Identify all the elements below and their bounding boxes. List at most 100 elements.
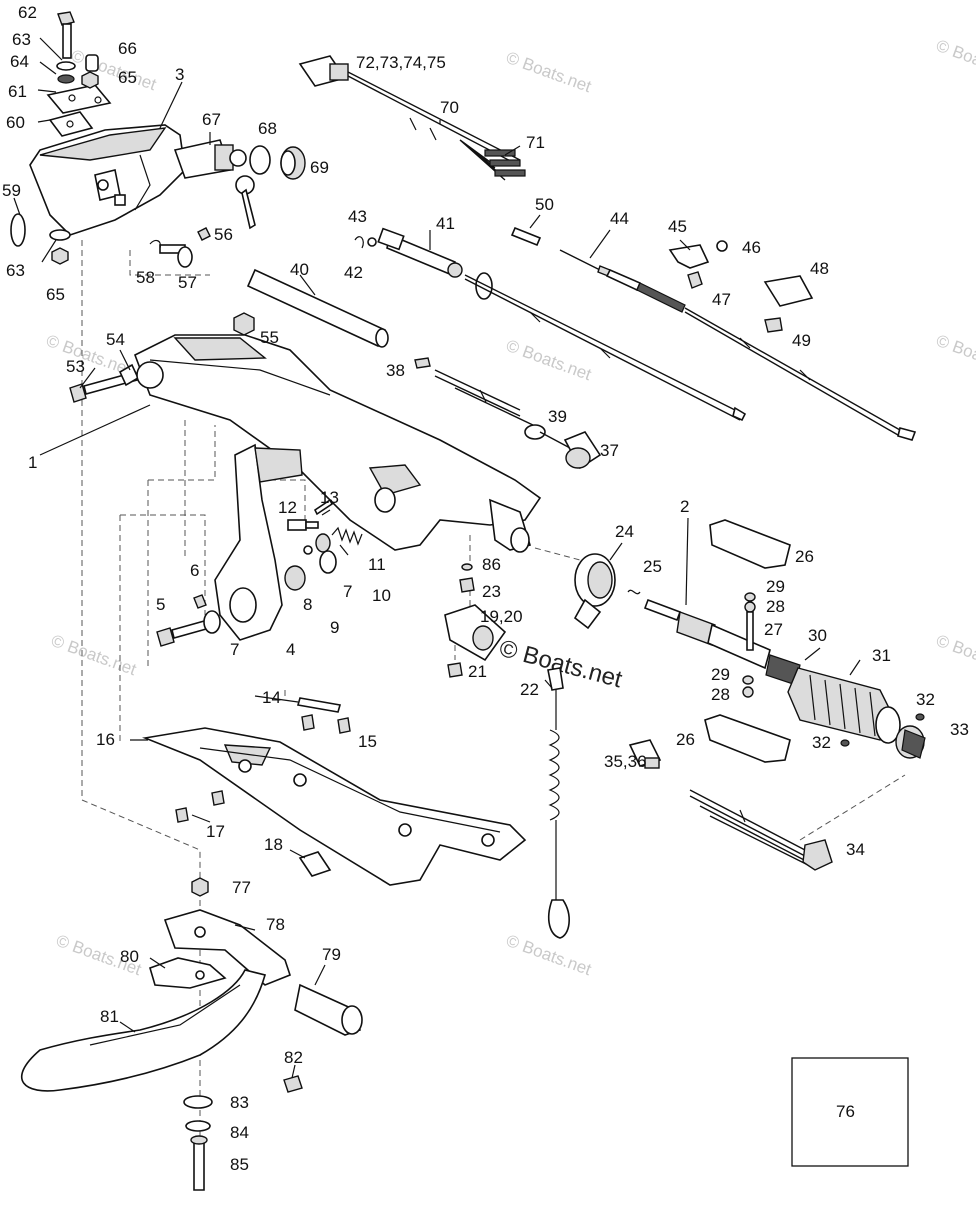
lanyard-22	[547, 667, 570, 939]
part-label: 27	[764, 620, 783, 639]
washer-43	[367, 237, 377, 247]
part-label: 70	[440, 98, 459, 117]
part-label: 21	[468, 662, 487, 681]
box-76	[791, 1057, 909, 1167]
part-label: 67	[202, 110, 221, 129]
plate-61	[46, 84, 112, 114]
part-label: 50	[535, 195, 554, 214]
part-label: 29	[711, 665, 730, 684]
part-label: 25	[643, 557, 662, 576]
part-label: 24	[615, 522, 634, 541]
box-76-label: 76	[836, 1102, 855, 1121]
spacer-28b	[742, 686, 754, 698]
lever-4	[214, 443, 303, 641]
watermark: © Boats.net	[504, 931, 594, 979]
watermark: © Boats.net	[49, 631, 139, 679]
nut-77	[191, 877, 209, 897]
part-label: 42	[344, 263, 363, 282]
part-label: 34	[846, 840, 865, 859]
part-label: 29	[766, 577, 785, 596]
cap-69	[280, 146, 306, 180]
part-label: 58	[136, 268, 155, 287]
part-label: 44	[610, 209, 629, 228]
part-label: 9	[330, 618, 339, 637]
roller-79	[294, 983, 363, 1036]
part-label: 45	[668, 217, 687, 236]
part-label: 11	[368, 555, 386, 574]
part-label: 79	[322, 945, 341, 964]
clip-18	[298, 851, 332, 877]
bolt-85	[190, 1135, 208, 1191]
leader-lines	[13, 37, 861, 1079]
part-label: 53	[66, 357, 85, 376]
washer-86	[461, 563, 473, 571]
part-label: 72,73,74,75	[356, 53, 446, 72]
screw-47	[687, 271, 703, 289]
part-label: 6	[190, 561, 199, 580]
part-label: 5	[156, 595, 165, 614]
washer-59	[10, 213, 26, 247]
washer-83	[183, 1095, 213, 1109]
part-label: 13	[320, 488, 339, 507]
watermark: © Boats.net	[934, 331, 976, 379]
part-label: 59	[2, 181, 21, 200]
pin-32b	[840, 739, 850, 747]
washer-46	[716, 240, 728, 252]
part-label: 63	[6, 261, 25, 280]
pin-50	[510, 226, 542, 247]
part-label: 78	[266, 915, 285, 934]
screw-23	[459, 577, 475, 593]
part-label: 80	[120, 947, 139, 966]
part-label: 55	[260, 328, 279, 347]
washer-64	[57, 74, 75, 84]
part-label: 68	[258, 119, 277, 138]
part-label: 83	[230, 1093, 249, 1112]
nut-6	[193, 594, 207, 609]
clip-42	[354, 236, 364, 249]
pin-57	[159, 244, 193, 268]
part-label: 63	[12, 30, 31, 49]
part-label: 43	[348, 207, 367, 226]
plate-81	[20, 969, 266, 1092]
bracket-45	[668, 244, 710, 269]
part-label: 3	[175, 65, 184, 84]
pin-27	[746, 611, 754, 651]
part-label: 56	[214, 225, 233, 244]
part-label: 18	[264, 835, 283, 854]
spring-25	[627, 589, 641, 595]
bottom-cover-16	[142, 727, 527, 886]
part-label: 65	[46, 285, 65, 304]
washer-63b	[49, 229, 71, 241]
screw-49	[764, 317, 783, 333]
part-label: 10	[372, 586, 391, 605]
part-label: 66	[118, 39, 137, 58]
part-label: 32	[812, 733, 831, 752]
spacer-29a	[744, 592, 756, 602]
watermark: © Boats.net	[504, 336, 594, 384]
harness-34	[689, 789, 833, 871]
part-label: 37	[600, 441, 619, 460]
grip-31	[787, 667, 901, 744]
part-label: 2	[680, 497, 689, 516]
screw-15b	[337, 717, 351, 734]
harness-70	[298, 55, 526, 181]
screw-82	[283, 1075, 303, 1093]
part-label: 14	[262, 688, 281, 707]
throttle-cable-44	[559, 249, 917, 441]
part-label: 77	[232, 878, 251, 897]
watermark: © Boats.net	[934, 36, 976, 84]
handle-housing	[29, 124, 186, 236]
part-label: 65	[118, 68, 137, 87]
washer-63	[56, 61, 76, 71]
bushing-8	[284, 565, 306, 591]
stop-switch-37	[563, 431, 602, 470]
screw-21	[447, 662, 463, 678]
pin-12	[287, 519, 319, 531]
screw-17a	[175, 807, 189, 823]
part-label: 86	[482, 555, 501, 574]
watermark: © Boats.net	[934, 631, 976, 679]
end-cap-33	[895, 725, 926, 759]
friction-bracket-24	[573, 553, 616, 630]
